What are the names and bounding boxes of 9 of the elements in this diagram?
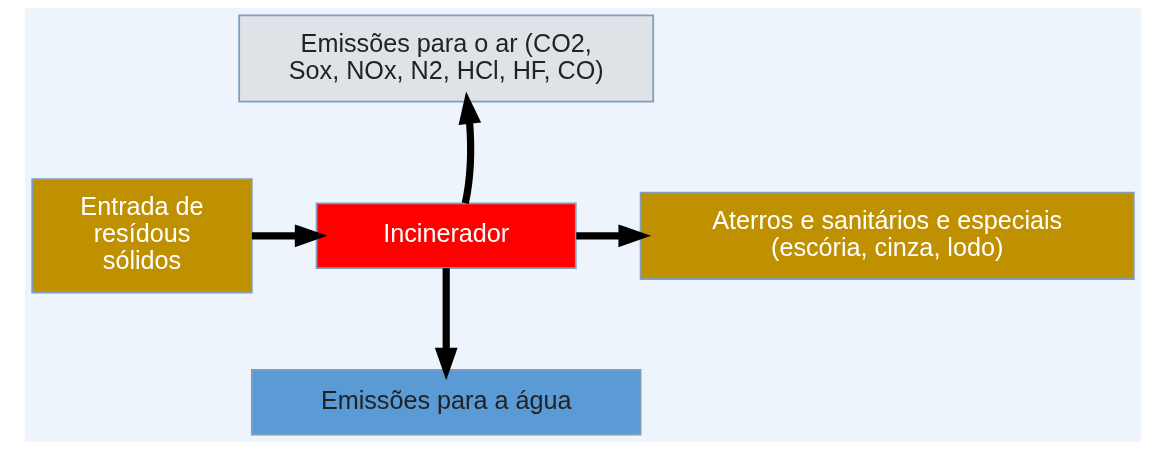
node-box: Aterros e sanitários e especiais (escória, cinza, lodo) [639, 191, 1135, 280]
node-box: Emissões para a água [250, 369, 642, 436]
node-box: Incinerador [315, 202, 577, 270]
node-box: Emissões para o ar (CO2, Sox, NOx, N2, HCl, HF, CO) [238, 14, 655, 103]
node-box: Entrada de resídous sólidos [31, 178, 253, 294]
arrow [458, 91, 482, 204]
arrow [251, 224, 328, 248]
arrow [434, 268, 458, 381]
arrow [576, 224, 651, 248]
